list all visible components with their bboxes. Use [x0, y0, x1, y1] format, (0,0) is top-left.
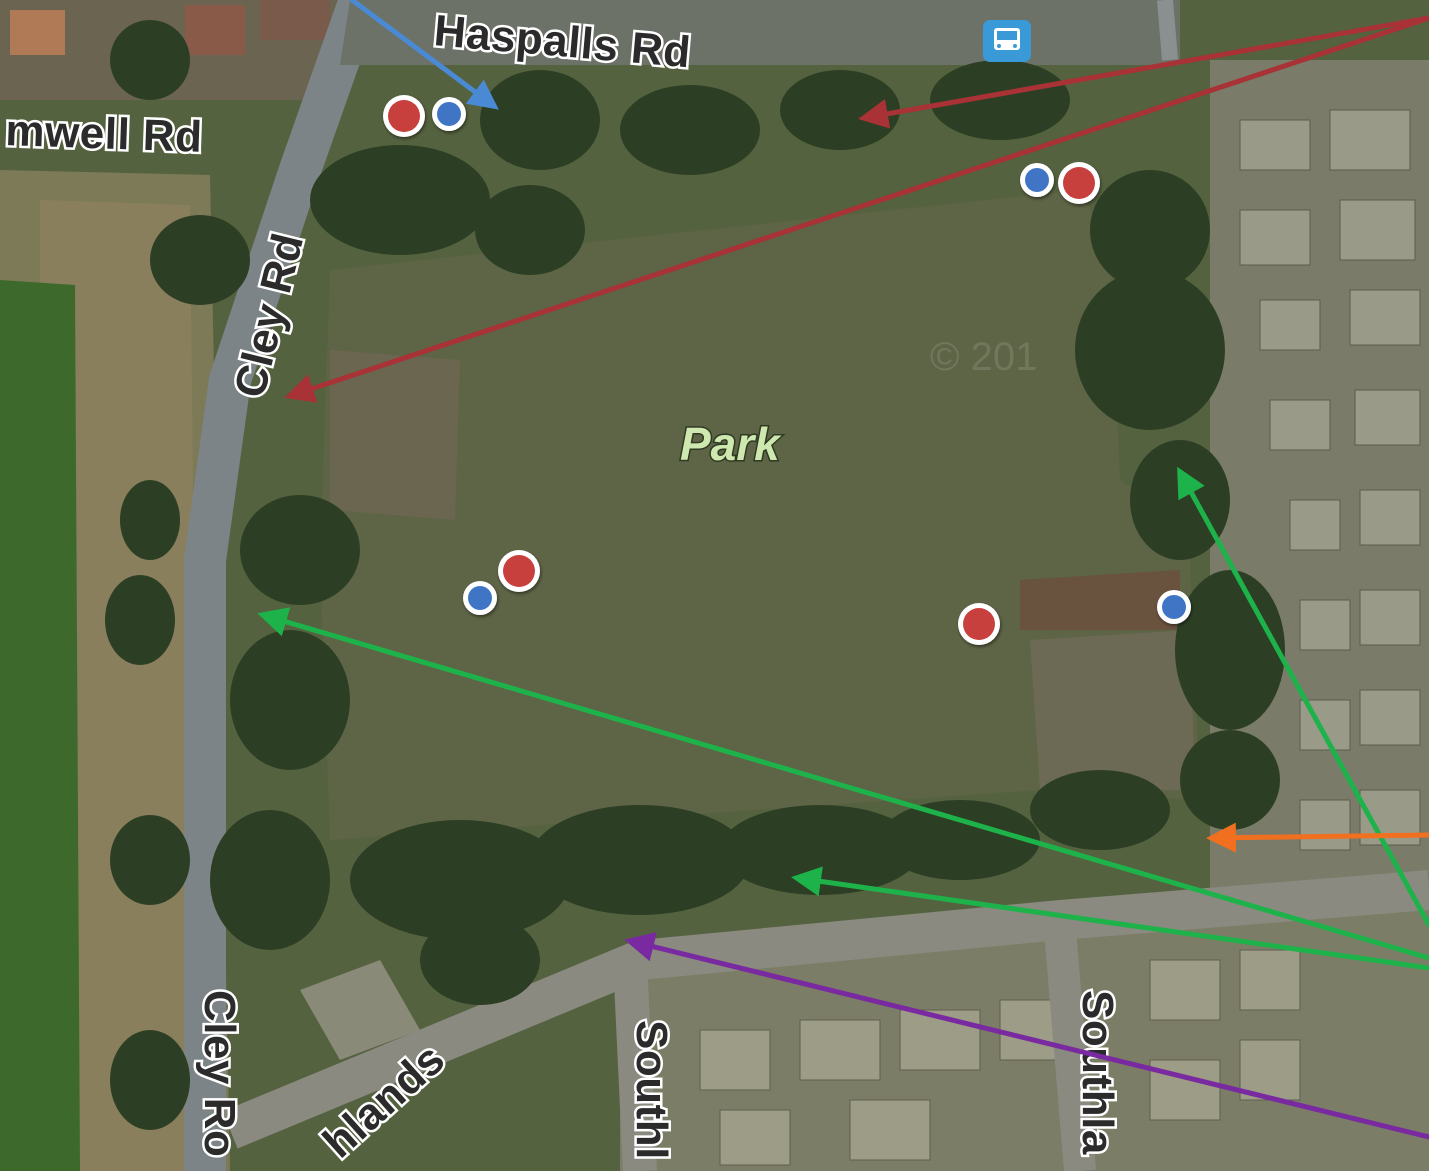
park-field [320, 190, 1200, 840]
marker-red[interactable] [958, 603, 1000, 645]
arrow-green-middle [791, 866, 1429, 971]
map-markers [383, 95, 1191, 645]
house-lower-left [300, 960, 420, 1060]
arrow-orange [1206, 822, 1429, 853]
houses-bottom [699, 949, 1301, 1166]
haspalls-rd [340, 0, 1180, 65]
arrow-red-upper [858, 15, 1429, 129]
marker-red[interactable] [498, 550, 540, 592]
side-road [1157, 0, 1178, 61]
left-field-track [40, 200, 200, 1171]
park-play-area [330, 350, 460, 520]
road-label-cley-lower: Cley Ro [195, 990, 244, 1157]
marker-blue[interactable] [1157, 590, 1191, 624]
arrow-purple [624, 932, 1429, 1140]
marker-red[interactable] [383, 95, 425, 137]
left-crop-strip [0, 280, 80, 1171]
park-pale-patch [1030, 630, 1195, 790]
roof [260, 0, 330, 40]
cley-rd [184, 0, 380, 1171]
map-watermark: © 201 [930, 335, 1037, 379]
park-label: Park [680, 418, 782, 470]
arrow-green-right [1177, 466, 1429, 928]
arrow-red-lower [284, 15, 1429, 403]
southlands-branch-left [613, 959, 657, 1171]
houses-right [1239, 109, 1421, 851]
roof [10, 10, 65, 55]
roof [185, 5, 245, 55]
marker-blue[interactable] [432, 97, 466, 131]
marker-red[interactable] [1058, 162, 1100, 204]
arrow-green-left [257, 607, 1429, 961]
road-label-mwell: mwell Rd [5, 106, 204, 162]
tree-canopy [105, 20, 1285, 1130]
bus-stop-icon[interactable] [983, 20, 1031, 62]
road-label-southl-left: Southl [627, 1020, 676, 1160]
road-label-southl-right: Southla [1073, 990, 1122, 1155]
marker-blue[interactable] [1020, 163, 1054, 197]
annotation-arrows [257, 0, 1429, 1140]
marker-blue[interactable] [463, 581, 497, 615]
arrow-blue [349, 0, 499, 110]
park-red-patch [1020, 570, 1180, 630]
